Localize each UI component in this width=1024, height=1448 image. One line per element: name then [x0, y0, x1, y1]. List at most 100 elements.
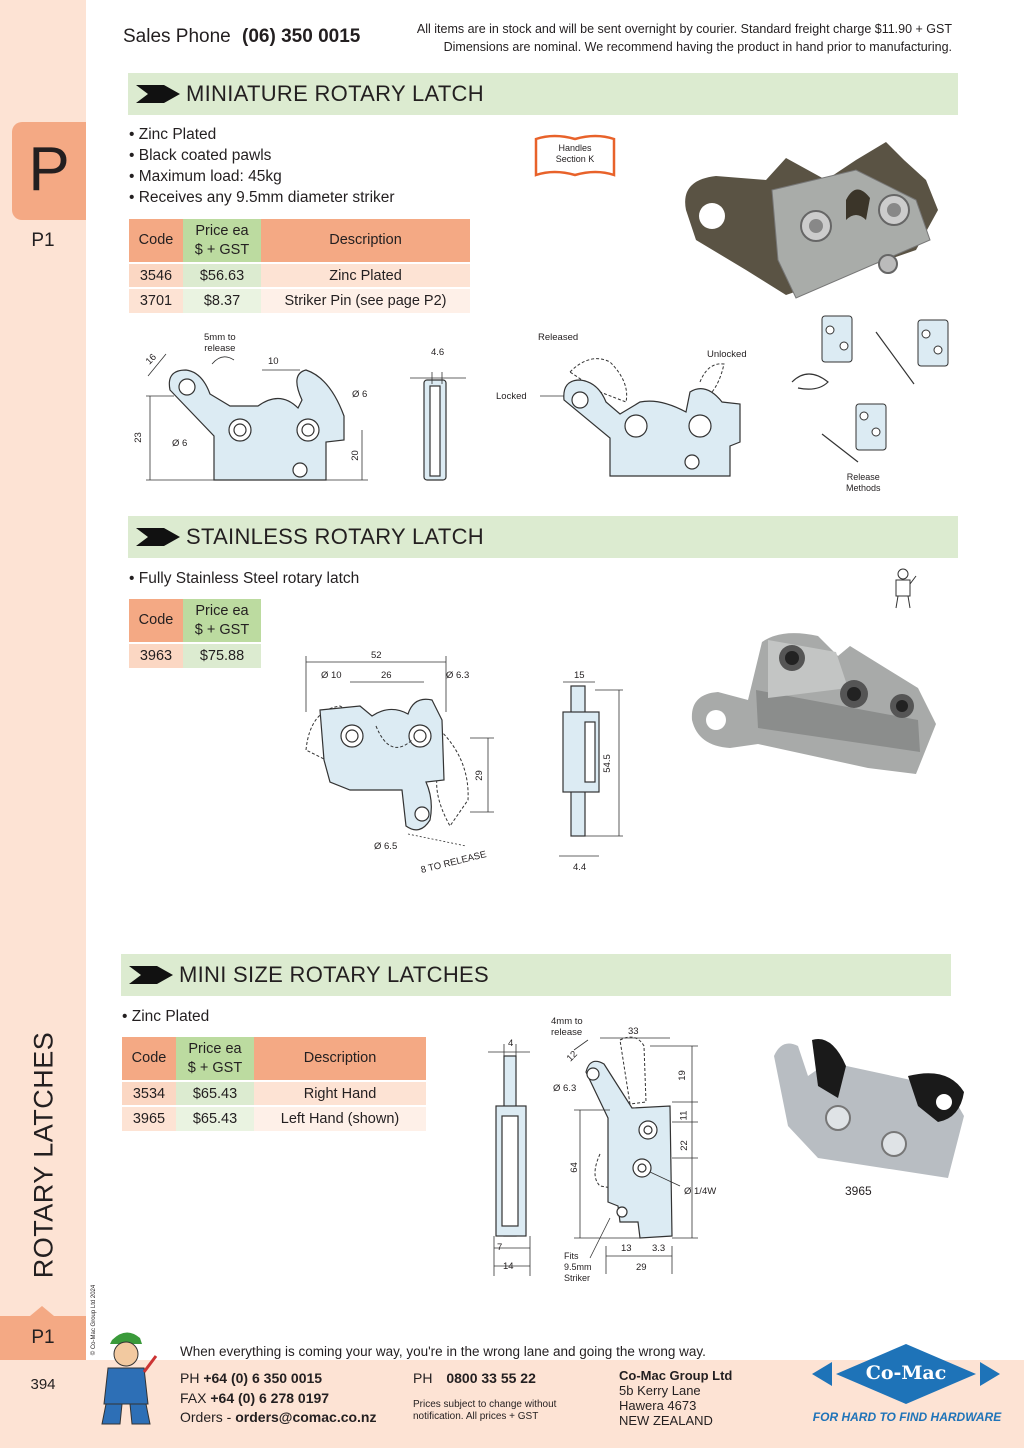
logo-text: Co-Mac — [865, 1362, 947, 1384]
fax-label: FAX — [180, 1389, 207, 1406]
table-row: 3701 $8.37 Striker Pin (see page P2) — [129, 287, 470, 313]
diagram-miniature-side — [410, 372, 466, 481]
orders-label: Orders - — [180, 1409, 232, 1425]
dim-label: 4.6 — [431, 347, 445, 358]
sales-phone: Sales Phone (06) 350 0015 — [123, 26, 360, 48]
diagram-miniature-states — [540, 358, 741, 477]
sales-phone-number: (06) 350 0015 — [242, 26, 361, 47]
striker-note-line-2: 9.5mm — [564, 1262, 592, 1272]
col-header-price-line-1: Price ea — [195, 602, 249, 619]
latch-photo-mini — [774, 1039, 964, 1178]
feature-item: • Zinc Plated — [129, 126, 217, 143]
dim-label: 11 — [678, 1110, 690, 1121]
mascot-sketch-icon — [895, 568, 917, 609]
striker-note-line-3: Striker — [564, 1273, 591, 1283]
diagram-mini-front — [573, 1036, 698, 1274]
col-header-description: Description — [254, 1037, 426, 1081]
section-code-bottom: P1 — [31, 1327, 55, 1348]
ph-label: PH — [180, 1370, 200, 1386]
notice-line-2: Dimensions are nominal. We recommend hav… — [443, 40, 952, 54]
section-title: STAINLESS ROTARY LATCH — [186, 524, 484, 549]
section-bar-miniature: MINIATURE ROTARY LATCH — [128, 73, 958, 115]
col-header-price: Price ea $ + GST — [183, 599, 261, 643]
phone-link[interactable]: +64 (0) 6 350 0015 — [203, 1370, 323, 1386]
address-line-1: 5b Kerry Lane — [619, 1383, 701, 1398]
release-note: 5mm to release — [204, 332, 236, 354]
freephone-block: PH 0800 33 55 22 — [413, 1369, 536, 1389]
feature-item: • Black coated pawls — [129, 147, 272, 164]
section-bar-mini-size: MINI SIZE ROTARY LATCHES — [121, 954, 951, 996]
col-header-code: Code — [122, 1037, 176, 1081]
feature-list: • Zinc Plated • Black coated pawls • Max… — [129, 124, 395, 208]
state-label-released: Released — [538, 332, 579, 343]
dim-label: 52 — [371, 650, 382, 661]
price-table-stainless: Code Price ea $ + GST 3963 $75.88 — [129, 599, 261, 668]
dim-label: Ø 6.3 — [553, 1083, 577, 1094]
diagram-release-methods — [791, 315, 949, 463]
latch-photo-miniature — [685, 142, 938, 299]
cell-price: $75.88 — [183, 642, 261, 668]
orders-email-link[interactable]: orders@comac.co.nz — [235, 1409, 377, 1425]
col-header-price: Price ea $ + GST — [183, 219, 261, 263]
table-row: 3965 $65.43 Left Hand (shown) — [122, 1105, 426, 1131]
notice-line-1: All items are in stock and will be sent … — [416, 22, 952, 36]
striker-note: Fits 9.5mm Striker — [564, 1251, 592, 1284]
arrow-icon — [129, 966, 173, 984]
release-note-line-2: release — [551, 1027, 583, 1038]
col-header-price: Price ea $ + GST — [176, 1037, 254, 1081]
ph2-label: PH — [413, 1370, 433, 1386]
freight-notice: All items are in stock and will be sent … — [417, 20, 952, 56]
sidebar — [0, 0, 86, 1448]
dim-label: Ø 6.3 — [446, 670, 470, 681]
striker-note-line-1: Fits — [564, 1251, 579, 1261]
release-note-line-1: 4mm to — [551, 1016, 583, 1027]
cell-price: $8.37 — [183, 287, 261, 313]
col-header-price-line-1: Price ea — [195, 222, 249, 239]
dim-label: Ø 1/4W — [684, 1186, 717, 1197]
dim-label: 26 — [381, 670, 392, 681]
freephone-link[interactable]: 0800 33 55 22 — [446, 1370, 536, 1386]
arrow-icon — [136, 528, 180, 546]
cell-code: 3701 — [129, 287, 183, 313]
state-label-locked: Locked — [496, 391, 527, 402]
cell-code: 3965 — [122, 1105, 176, 1131]
dim-label: Ø 10 — [321, 670, 342, 681]
prices-note-line-2: notification. All prices + GST — [413, 1411, 539, 1422]
col-header-code: Code — [129, 219, 183, 263]
state-label-unlocked: Unlocked — [707, 349, 747, 360]
col-header-price-line-1: Price ea — [188, 1040, 242, 1057]
category-title: ROTARY LATCHES — [28, 1031, 59, 1279]
release-methods-label: Release Methods — [846, 472, 881, 494]
dim-label: Ø 6 — [352, 389, 368, 400]
diagram-mini-side — [488, 1044, 531, 1276]
cell-price: $65.43 — [176, 1080, 254, 1106]
dim-label: 14 — [503, 1261, 514, 1272]
cell-description: Left Hand (shown) — [254, 1105, 426, 1131]
dim-label: Ø 6.5 — [374, 841, 398, 852]
dim-label: 20 — [349, 450, 361, 461]
col-header-price-line-2: $ + GST — [194, 621, 250, 638]
dim-label: 22 — [678, 1140, 690, 1151]
comac-logo[interactable]: Co-Mac FOR HARD TO FIND HARDWARE — [808, 1340, 1004, 1430]
prices-note-line-1: Prices subject to change without — [413, 1399, 557, 1410]
dim-label: 13 — [621, 1243, 632, 1254]
release-note-line-1: 5mm to — [204, 332, 236, 343]
arrow-icon — [136, 85, 180, 103]
dim-label: 23 — [132, 432, 144, 443]
prices-note: Prices subject to change without notific… — [413, 1399, 556, 1423]
fax-number: +64 (0) 6 278 0197 — [210, 1389, 330, 1406]
dim-label: 29 — [473, 770, 485, 781]
cell-price: $65.43 — [176, 1105, 254, 1131]
dim-label: 15 — [574, 670, 585, 681]
company-name: Co-Mac Group Ltd — [619, 1368, 733, 1383]
handles-badge[interactable]: Handles Section K — [534, 143, 616, 165]
cell-description: Right Hand — [254, 1080, 426, 1106]
sales-phone-label: Sales Phone — [123, 26, 231, 47]
feature-item: • Maximum load: 45kg — [129, 168, 282, 185]
table-row: 3546 $56.63 Zinc Plated — [129, 262, 470, 288]
col-header-description: Description — [261, 219, 470, 263]
table-row: 3963 $75.88 — [129, 642, 261, 668]
logo-tagline: FOR HARD TO FIND HARDWARE — [812, 1410, 1002, 1424]
photo-caption: 3965 — [845, 1184, 872, 1198]
feature-item: • Receives any 9.5mm diameter striker — [129, 189, 395, 206]
